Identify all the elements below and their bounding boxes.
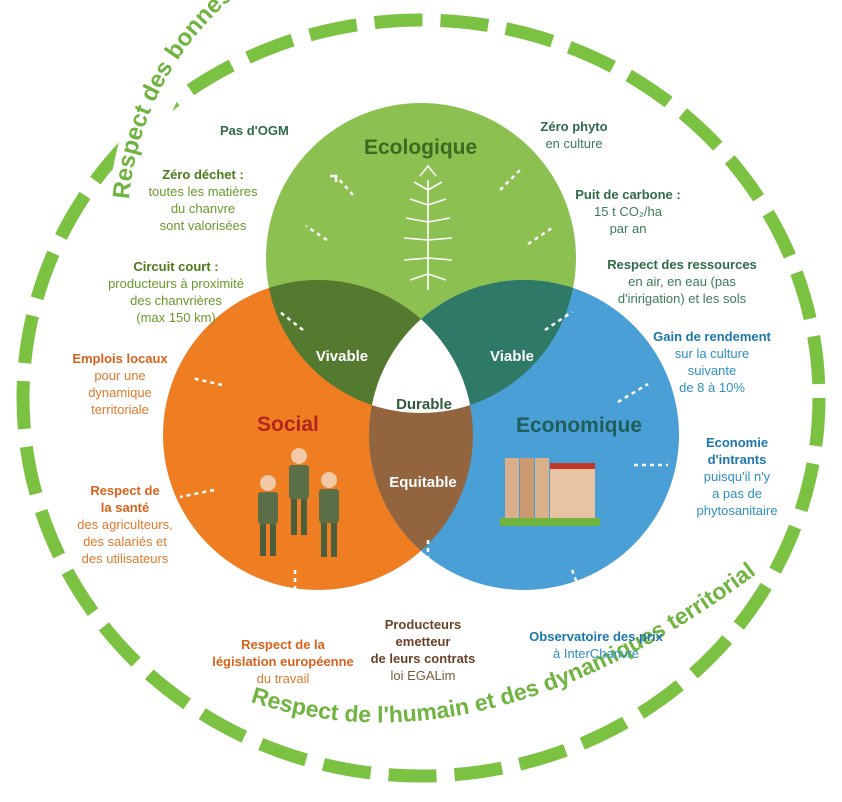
arrows bbox=[179, 169, 668, 600]
outer-ring bbox=[16, 0, 826, 783]
title-ecologique: Ecologique bbox=[364, 136, 478, 159]
building-icon bbox=[500, 458, 600, 526]
title-social: Social bbox=[257, 413, 319, 436]
label-pas-ogm: Pas d'OGM bbox=[220, 123, 289, 138]
farmers-icon bbox=[258, 448, 339, 557]
label-durable: Durable bbox=[396, 396, 452, 413]
label-vivable: Vivable bbox=[315, 348, 369, 365]
label-equitable: Equitable bbox=[389, 474, 457, 491]
overlap-durable bbox=[369, 280, 473, 413]
hemp-plant-icon bbox=[403, 164, 453, 290]
label-viable: Viable bbox=[490, 348, 534, 365]
title-economique: Economique bbox=[516, 414, 643, 437]
